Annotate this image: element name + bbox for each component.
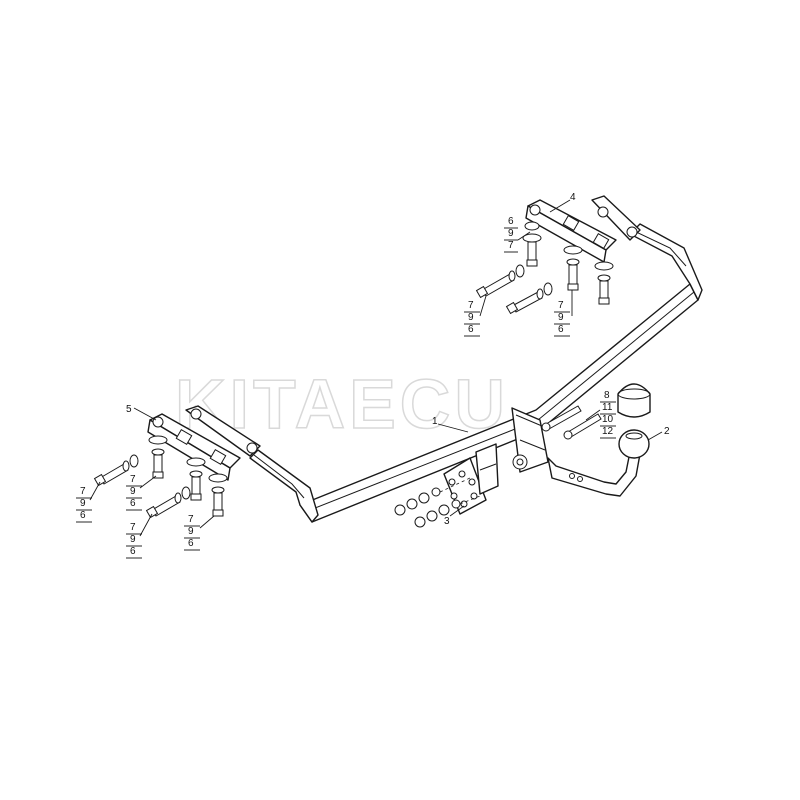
stack-label: 7 bbox=[130, 522, 136, 533]
leader-1 bbox=[437, 423, 469, 433]
left-mounting-bracket bbox=[147, 405, 261, 481]
tow-ball-cap bbox=[617, 383, 651, 418]
stack-label: 6 bbox=[558, 324, 564, 335]
stack-right-mid-right: 7 9 6 bbox=[554, 300, 570, 337]
leader-l4 bbox=[199, 515, 215, 529]
stack-left-1: 7 9 6 bbox=[76, 486, 92, 523]
leader-3 bbox=[449, 505, 465, 517]
stack-label: 7 bbox=[130, 474, 136, 485]
right-bracket-bolt-a bbox=[522, 221, 542, 267]
stack-ball-hardware: 8 11 10 12 bbox=[600, 390, 616, 439]
main-crossbar bbox=[249, 223, 703, 523]
stack-label: 7 bbox=[508, 240, 514, 251]
tow-ball bbox=[618, 429, 650, 459]
stack-label: 7 bbox=[80, 486, 86, 497]
stack-right-mid-left: 7 9 6 bbox=[464, 300, 480, 337]
leader-2 bbox=[647, 431, 663, 441]
left-bracket-bolt-a bbox=[148, 435, 168, 479]
stack-right-top: 6 9 7 bbox=[504, 216, 518, 253]
stack-label: 9 bbox=[130, 486, 136, 497]
right-horizontal-bolt-lower bbox=[505, 282, 553, 315]
left-horizontal-bolt-upper bbox=[93, 454, 139, 487]
stack-label: 9 bbox=[80, 498, 86, 509]
stack-label: 6 bbox=[468, 324, 474, 335]
stack-label: 7 bbox=[558, 300, 564, 311]
left-bracket-bolt-c bbox=[208, 473, 228, 517]
leader-5 bbox=[133, 407, 157, 421]
stack-label: 7 bbox=[188, 514, 194, 525]
callout-5: 5 bbox=[126, 404, 132, 415]
stack-label: 6 bbox=[188, 538, 194, 549]
callout-4: 4 bbox=[570, 192, 576, 203]
stack-label: 9 bbox=[468, 312, 474, 323]
leader-l2 bbox=[139, 475, 157, 489]
stack-label: 8 bbox=[604, 390, 610, 401]
right-bracket-bolt-b bbox=[563, 245, 583, 291]
right-mounting-bracket bbox=[525, 195, 641, 263]
leader-l3 bbox=[139, 513, 153, 537]
stack-label: 6 bbox=[80, 510, 86, 521]
ball-mount-bolts bbox=[541, 405, 602, 440]
stack-label: 9 bbox=[558, 312, 564, 323]
tow-ball-neck bbox=[547, 451, 641, 497]
stack-label: 6 bbox=[508, 216, 514, 227]
callout-2: 2 bbox=[664, 426, 670, 437]
stack-label: 6 bbox=[130, 546, 136, 557]
leader-r-mid-left bbox=[479, 295, 487, 317]
callout-3: 3 bbox=[444, 516, 450, 527]
stack-label: 10 bbox=[602, 414, 614, 425]
callout-1: 1 bbox=[432, 416, 438, 427]
stack-left-3: 7 9 6 bbox=[126, 522, 142, 559]
right-horizontal-bolt-upper bbox=[475, 264, 525, 299]
stack-label: 11 bbox=[602, 402, 613, 413]
left-horizontal-bolt-lower bbox=[145, 486, 191, 519]
stack-label: 6 bbox=[130, 498, 136, 509]
leader-ball-hw bbox=[585, 409, 601, 421]
stack-left-4: 7 9 6 bbox=[184, 514, 200, 551]
stack-label: 12 bbox=[602, 426, 614, 437]
leader-r-top bbox=[517, 231, 531, 241]
leader-l1 bbox=[89, 481, 101, 501]
stack-label: 9 bbox=[188, 526, 194, 537]
stack-left-2: 7 9 6 bbox=[126, 474, 142, 511]
stack-label: 7 bbox=[468, 300, 474, 311]
socket-plate-nuts bbox=[394, 477, 481, 528]
right-bracket-bolt-c bbox=[594, 261, 614, 305]
stack-label: 9 bbox=[508, 228, 514, 239]
stack-label: 9 bbox=[130, 534, 136, 545]
left-bracket-bolt-b bbox=[186, 457, 206, 501]
leader-4 bbox=[549, 199, 571, 213]
